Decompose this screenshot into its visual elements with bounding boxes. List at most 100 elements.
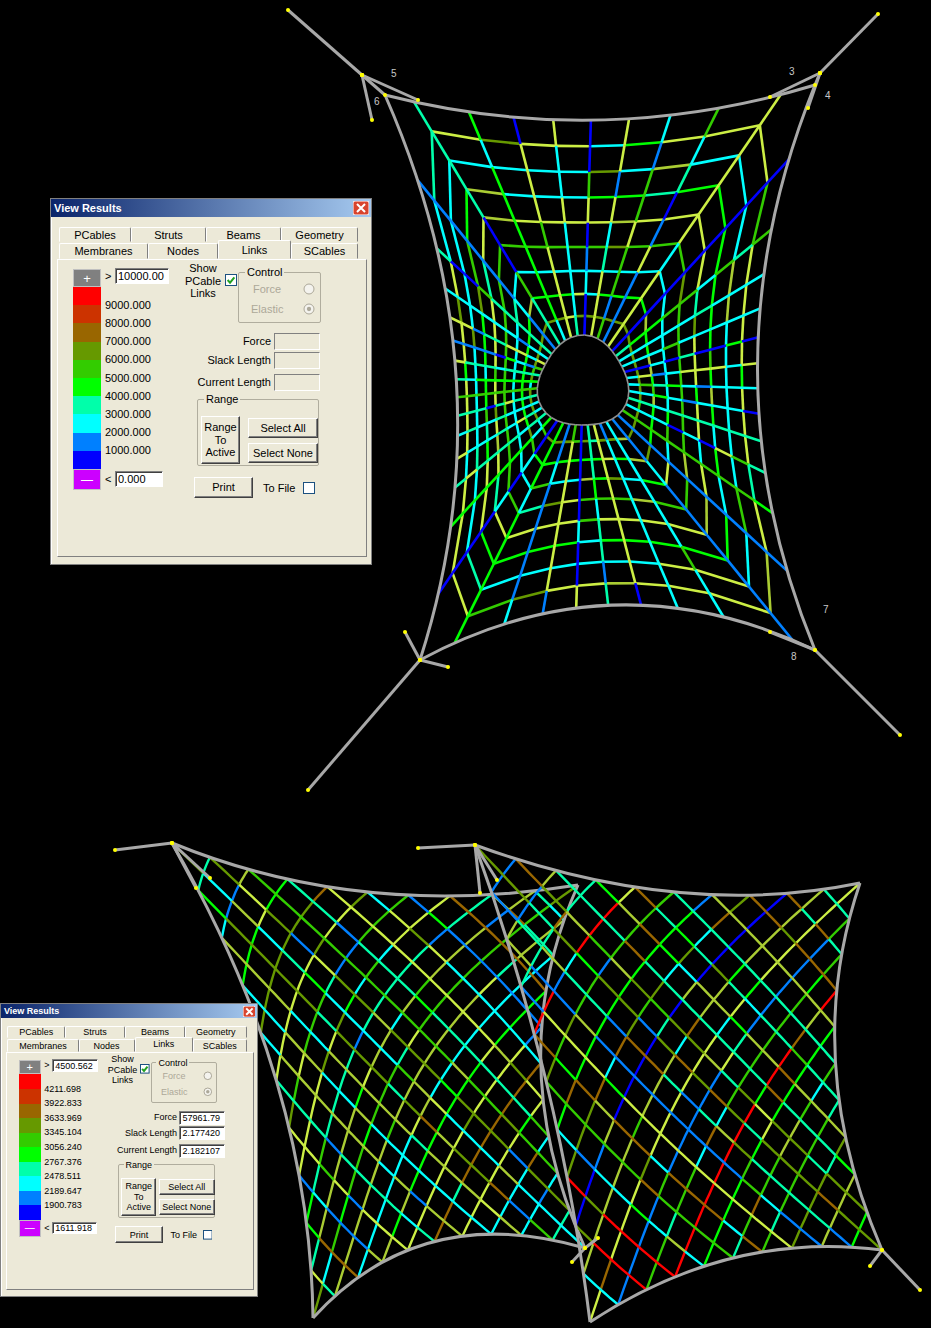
- cable-link: [727, 295, 729, 322]
- cable-link: [666, 372, 681, 374]
- legend-swatch: [73, 360, 101, 378]
- cable-link: [694, 329, 710, 336]
- cable-link: [346, 1050, 354, 1070]
- node-dot: [473, 843, 477, 847]
- cable-link: [726, 515, 746, 534]
- input-box-text: 0.000: [118, 473, 146, 485]
- cable-link: [656, 892, 674, 908]
- cable-link: [746, 183, 767, 206]
- cable-link: [518, 920, 542, 946]
- cable-link: [830, 1210, 838, 1228]
- cable-link: [616, 171, 621, 197]
- cable-link: [497, 429, 507, 435]
- cable-link: [679, 243, 685, 272]
- cable-link: [621, 1231, 639, 1247]
- cable-link: [543, 364, 546, 369]
- cable-link: [537, 395, 539, 402]
- cable-link: [695, 369, 710, 371]
- cable-link: [444, 1221, 462, 1236]
- cable-link: [681, 385, 696, 388]
- cable-link: [771, 1212, 780, 1232]
- cable-link: [445, 1167, 463, 1183]
- cable-link: [466, 378, 476, 381]
- cable-link: [616, 345, 630, 356]
- cable-link: [566, 480, 580, 482]
- cable-link: [275, 950, 282, 968]
- cable-link: [665, 362, 666, 374]
- cable-link: [266, 894, 276, 910]
- cable-link: [827, 1155, 836, 1173]
- mast-line: [808, 73, 820, 108]
- cable-link: [373, 1013, 391, 1030]
- cable-link: [327, 1180, 334, 1208]
- cable-link: [556, 1058, 576, 1080]
- cable-link: [546, 413, 551, 417]
- legend-value: 2478.511: [44, 1171, 81, 1181]
- push-button-text: Select None: [162, 1202, 211, 1212]
- cable-link: [504, 194, 515, 221]
- cable-link: [379, 945, 394, 961]
- cable-link: [630, 562, 659, 564]
- cable-link: [371, 1185, 386, 1199]
- cable-link: [551, 564, 578, 568]
- radio-button: [303, 303, 315, 315]
- cable-link: [795, 1084, 811, 1101]
- cable-link: [573, 293, 586, 296]
- field-label-holder: Force: [243, 335, 271, 348]
- cable-link: [640, 402, 654, 406]
- cable-link: [481, 1148, 499, 1166]
- cable-link: [444, 1201, 453, 1221]
- cable-link: [481, 140, 521, 144]
- cable-link: [575, 1014, 596, 1036]
- cable-link: [596, 499, 598, 520]
- cable-link: [795, 1065, 807, 1084]
- cable-link: [621, 1205, 631, 1232]
- cable-link: [603, 457, 615, 460]
- cable-link: [354, 1050, 371, 1068]
- node-dot: [880, 1248, 884, 1252]
- cable-link: [578, 540, 601, 542]
- cable-link: [558, 502, 562, 524]
- cable-link: [451, 261, 465, 274]
- cable-link: [657, 1236, 667, 1262]
- cable-link: [341, 1154, 356, 1170]
- cable-link: [838, 1210, 859, 1229]
- cable-link: [486, 406, 495, 409]
- cable-link: [464, 344, 466, 362]
- cable-link: [612, 415, 618, 419]
- cable-link: [556, 145, 590, 148]
- cable-link: [798, 1174, 817, 1192]
- cable-link: [410, 1191, 426, 1206]
- cable-link: [546, 1058, 555, 1082]
- cable-link: [566, 1104, 585, 1125]
- legend-value: 2000.000: [105, 426, 151, 439]
- close-button: [243, 1006, 256, 1017]
- cable-link: [668, 586, 709, 594]
- cable-link: [631, 1205, 649, 1221]
- cable-link: [667, 1236, 685, 1251]
- cable-link: [568, 246, 588, 249]
- cable-link: [641, 271, 660, 298]
- cable-link: [560, 295, 566, 317]
- cable-link: [603, 919, 625, 941]
- cable-link: [710, 1071, 722, 1090]
- cable-link: [299, 1147, 305, 1176]
- cable-link: [823, 975, 836, 991]
- cable-link: [310, 1012, 317, 1032]
- legend-value: 4000.000: [105, 390, 151, 403]
- node-dot: [898, 733, 902, 737]
- cable-link: [471, 1165, 489, 1182]
- mast-line: [770, 632, 815, 650]
- cable-link: [584, 335, 591, 336]
- group-box: Control: [238, 272, 321, 323]
- callout-number-holder: 6: [373, 96, 381, 108]
- cable-link: [761, 997, 776, 1016]
- cable-link: [252, 945, 276, 969]
- field-label-holder: Force: [163, 1071, 186, 1081]
- cable-link: [291, 991, 298, 1011]
- cable-link: [709, 329, 712, 349]
- cable-link: [585, 247, 588, 271]
- cable-link: [297, 973, 305, 992]
- cable-link: [707, 497, 727, 515]
- boundary-cable: [172, 843, 578, 896]
